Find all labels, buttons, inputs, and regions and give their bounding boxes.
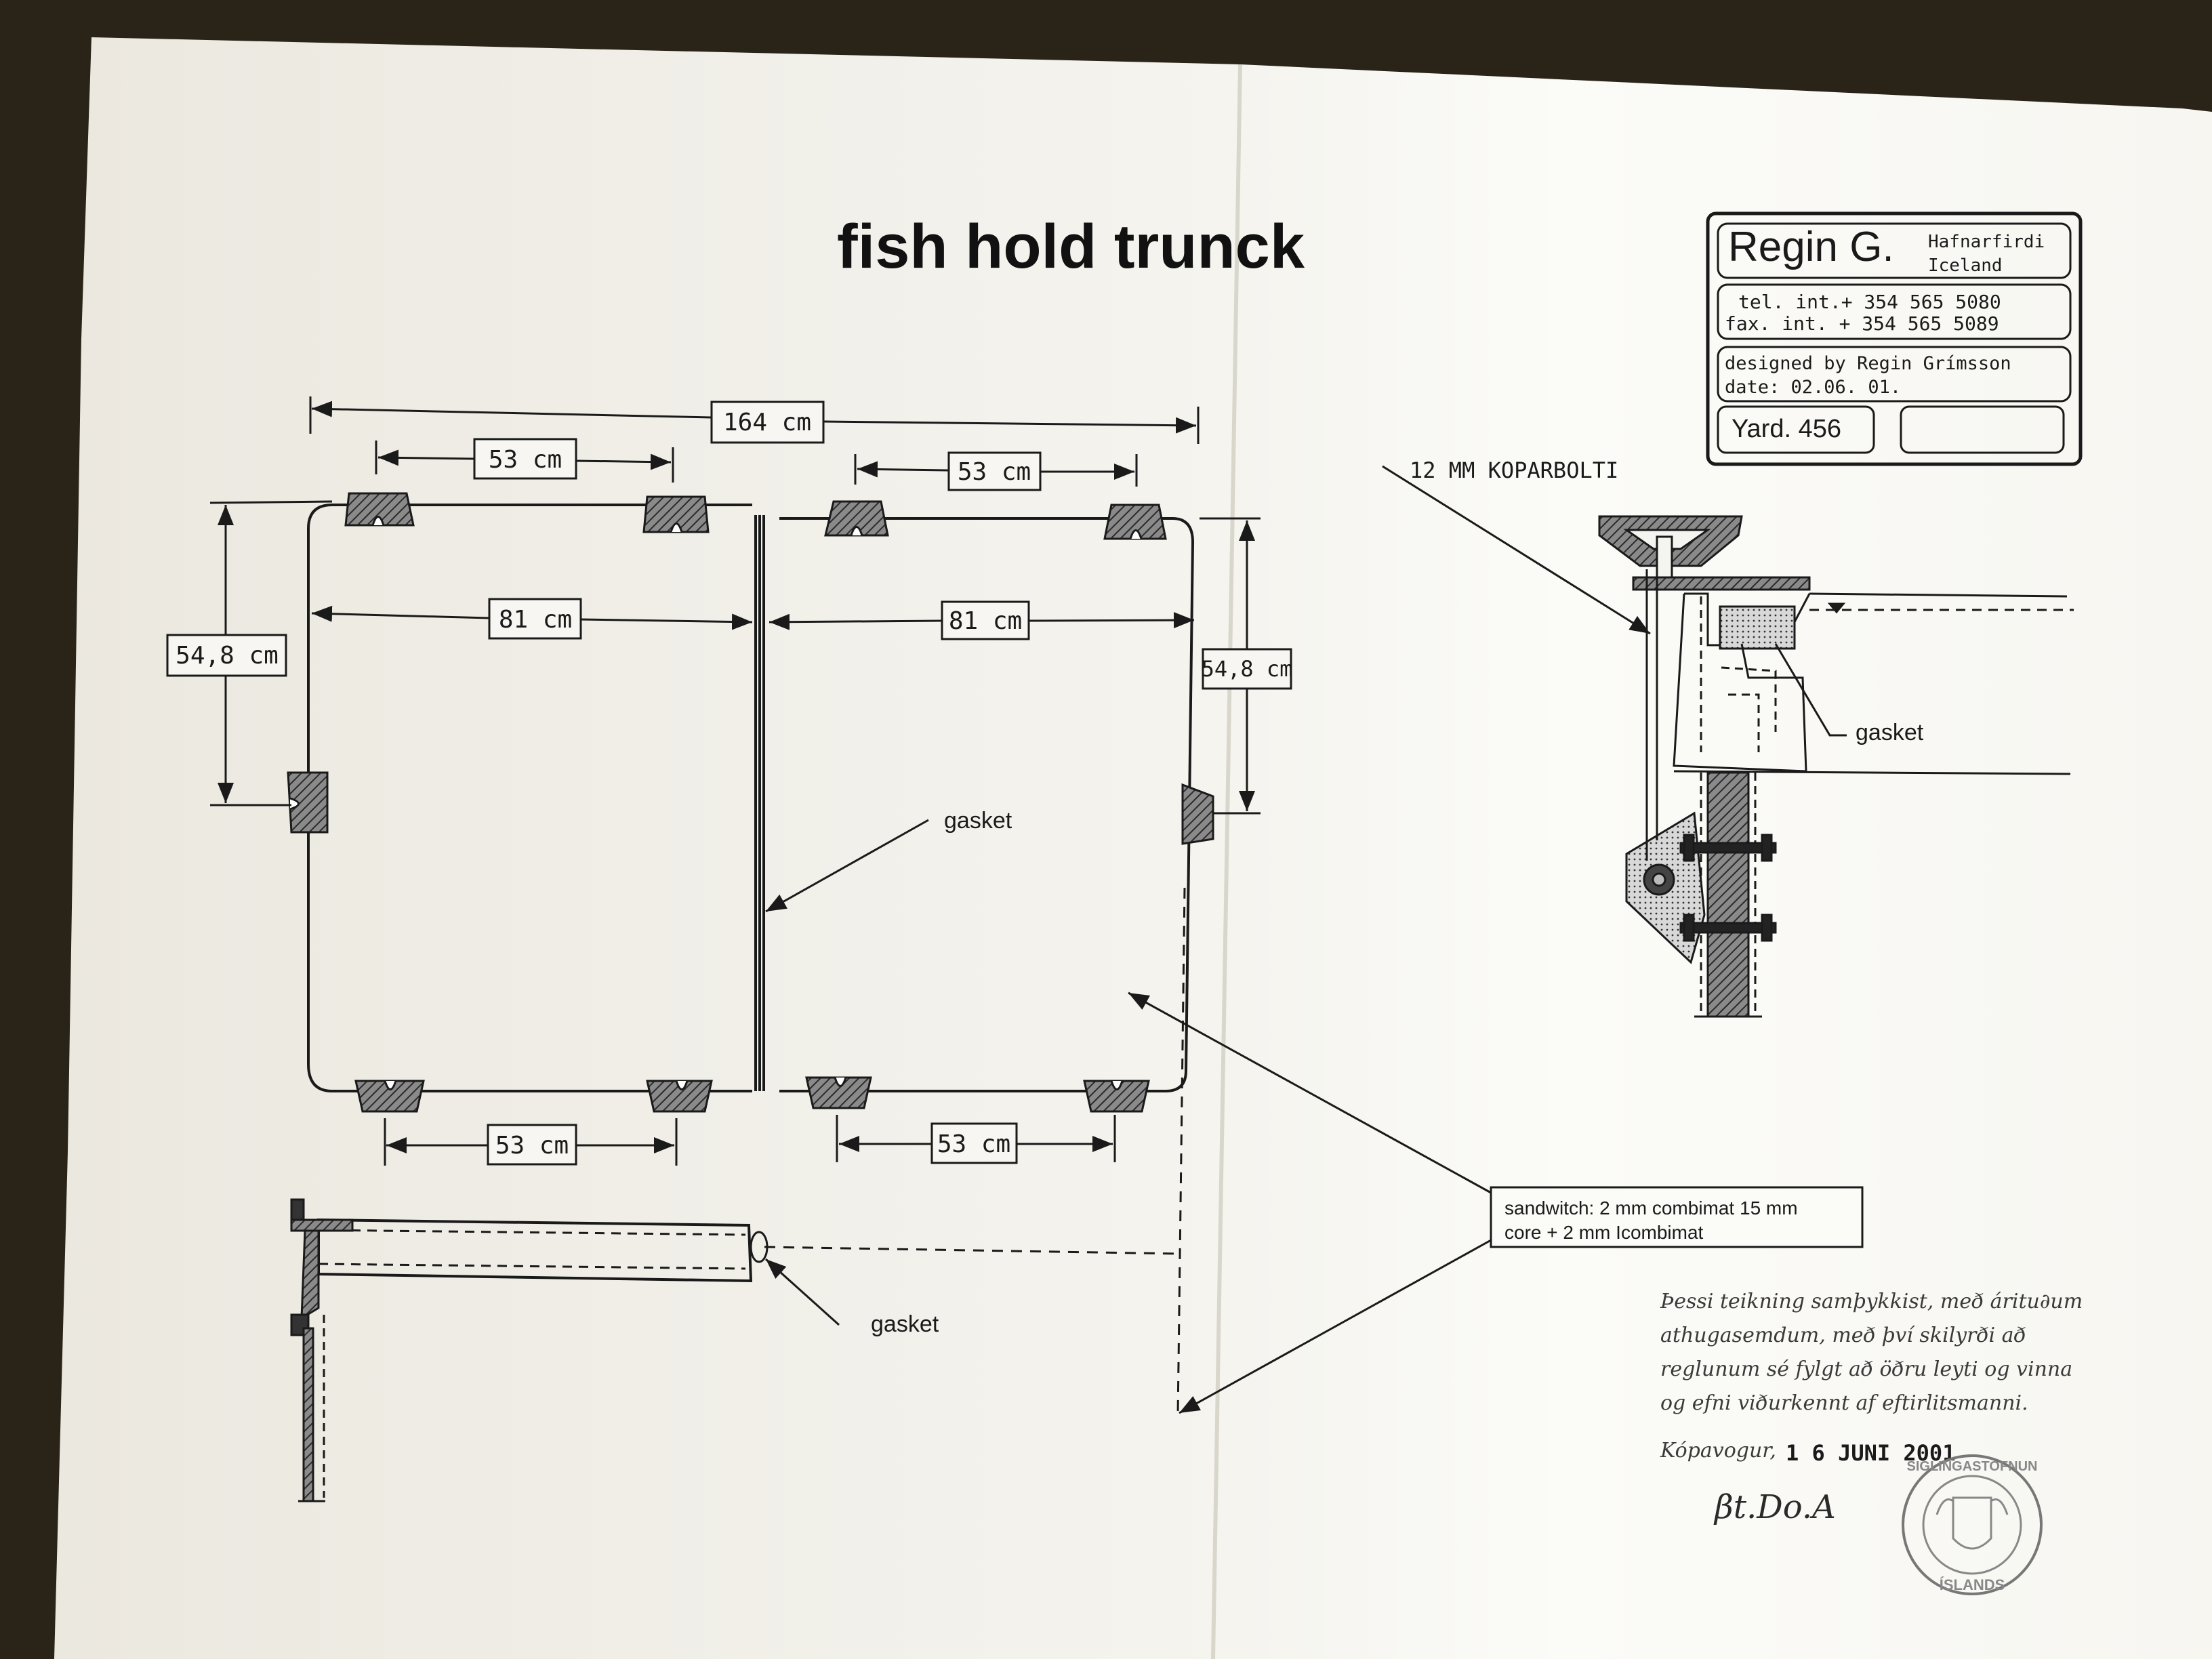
dim-left-half-width: 81 cm: [499, 606, 572, 634]
dim-left-height: 54,8 cm: [176, 642, 279, 670]
sandwich-note-line2: core + 2 mm Icombimat: [1504, 1222, 1704, 1243]
gasket-section-label: gasket: [1856, 720, 1924, 745]
bracket-bottom-4: [1083, 1080, 1150, 1113]
dim-top-left-spacing: 53 cm: [489, 446, 562, 474]
section-detail: [1598, 515, 2074, 1018]
fax-text: fax. int. + 354 565 5089: [1725, 312, 1999, 335]
dim-right-height: 54,8 cm: [1202, 656, 1293, 682]
dim-overall-width: 164 cm: [723, 409, 811, 436]
company-location-2: Iceland: [1928, 255, 2003, 276]
bottom-section-bracket: [290, 1198, 354, 1502]
approval-note: Þessi teikning samþykkist, með áritu∂um …: [1660, 1290, 2083, 1526]
bracket-right: [1181, 783, 1214, 845]
dim-bottom-right-spacing: 53 cm: [937, 1130, 1010, 1158]
dim-right-half-width: 81 cm: [949, 607, 1022, 635]
bracket-left: [287, 771, 329, 834]
designed-by-text: designed by Regin Grímsson: [1725, 353, 2011, 374]
dim-bottom-left-spacing: 53 cm: [495, 1132, 569, 1160]
approval-place: Kópavogur,: [1660, 1439, 1776, 1462]
bracket-top-1: [344, 492, 415, 527]
bolt-label: 12 MM KOPARBOLTI: [1410, 457, 1618, 483]
seal-text-top: SIGLINGASTOFNUN: [1907, 1459, 2038, 1474]
date-text: date: 02.06. 01.: [1725, 377, 1901, 398]
company-name: Regin G.: [1728, 224, 1894, 270]
approval-signature: βt.Do.A: [1713, 1488, 1836, 1526]
dimension-lines: [209, 396, 1261, 1166]
seal-text-bottom: ÍSLANDS: [1940, 1576, 2005, 1593]
approval-line-4: og efni viðurkennt af eftirlitsmanni.: [1660, 1391, 2028, 1415]
sandwich-note-box: [1490, 1186, 1864, 1248]
official-seal: SIGLINGASTOFNUN ÍSLANDS: [1902, 1454, 2043, 1595]
gasket-center-label: gasket: [944, 808, 1012, 834]
sandwich-note-line1: sandwitch: 2 mm combimat 15 mm: [1504, 1197, 1798, 1218]
bracket-bottom-3: [805, 1076, 872, 1109]
paper-sheet: [54, 37, 2212, 1659]
approval-line-2: athugasemdum, með því skilyrði að: [1660, 1324, 2026, 1347]
yard-text: Yard. 456: [1732, 415, 1841, 443]
bracket-bottom-2: [646, 1080, 713, 1113]
bracket-top-4: [1103, 504, 1167, 540]
bracket-top-2: [642, 495, 710, 533]
approval-line-3: reglunum sé fylgt að öðru leyti og vinna: [1660, 1357, 2072, 1381]
approval-line-1: Þessi teikning samþykkist, með áritu∂um: [1660, 1290, 2083, 1313]
plan-view: [307, 504, 1195, 1092]
plan-brackets: [287, 492, 1214, 1113]
paper-fold: [1211, 64, 1242, 1659]
bracket-bottom-1: [354, 1080, 425, 1113]
dim-top-right-spacing: 53 cm: [958, 458, 1031, 486]
bracket-top-3: [824, 500, 889, 537]
tel-text: tel. int.+ 354 565 5080: [1738, 291, 2001, 313]
page-title: fish hold trunck: [837, 212, 1305, 281]
gasket-bottom-label: gasket: [871, 1311, 939, 1337]
approval-stamp-date: 1 6 JUNI 2001: [1786, 1440, 1955, 1466]
company-location-1: Hafnarfirdi: [1928, 232, 2045, 252]
title-block: [1706, 211, 2083, 466]
